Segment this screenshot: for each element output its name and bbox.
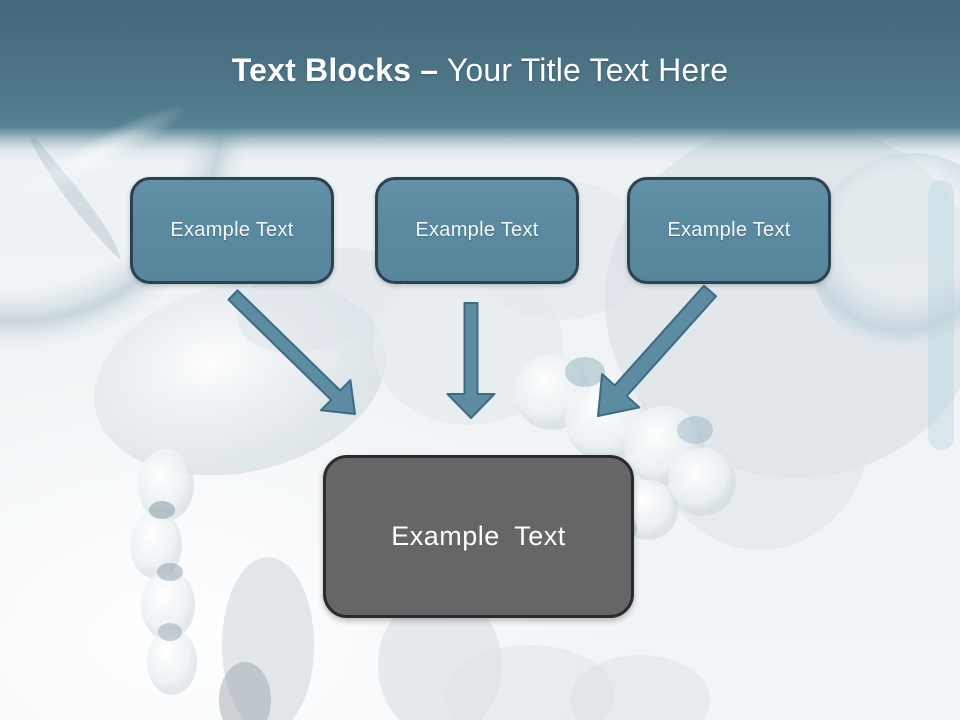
title-bold-part: Text Blocks –: [231, 52, 439, 88]
text-block-left: Example Text: [130, 177, 334, 284]
text-block-right: Example Text: [627, 177, 831, 284]
arrow-down-icon: [446, 302, 496, 419]
page-title: Text Blocks – Your Title Text Here: [0, 52, 960, 89]
text-block-center: Example Text: [375, 177, 579, 284]
result-block-label: Example Text: [391, 521, 566, 551]
arrow-down-left-icon: [597, 284, 717, 417]
text-block-center-label: Example Text: [415, 219, 539, 241]
arrow-down-right-icon: [227, 289, 356, 415]
title-light-part: Your Title Text Here: [438, 52, 729, 88]
text-block-left-label: Example Text: [170, 219, 294, 241]
result-block: Example Text: [323, 455, 634, 618]
text-block-right-label: Example Text: [667, 219, 791, 241]
